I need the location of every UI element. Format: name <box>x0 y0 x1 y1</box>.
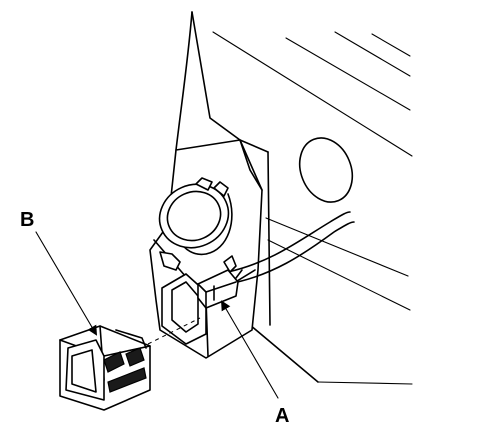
connector-a <box>197 255 239 309</box>
panel-background <box>175 11 413 385</box>
panel-hole <box>298 137 354 203</box>
switch-b <box>59 325 151 411</box>
callout-b-arrow <box>35 231 98 336</box>
switch-opening <box>161 273 207 345</box>
wire-harness <box>227 211 355 285</box>
callout-a-arrow <box>220 300 279 399</box>
round-component <box>158 177 233 271</box>
callout-b-label: B <box>20 209 34 231</box>
install-guide-line <box>147 317 201 345</box>
callout-a-label: A <box>275 405 289 427</box>
